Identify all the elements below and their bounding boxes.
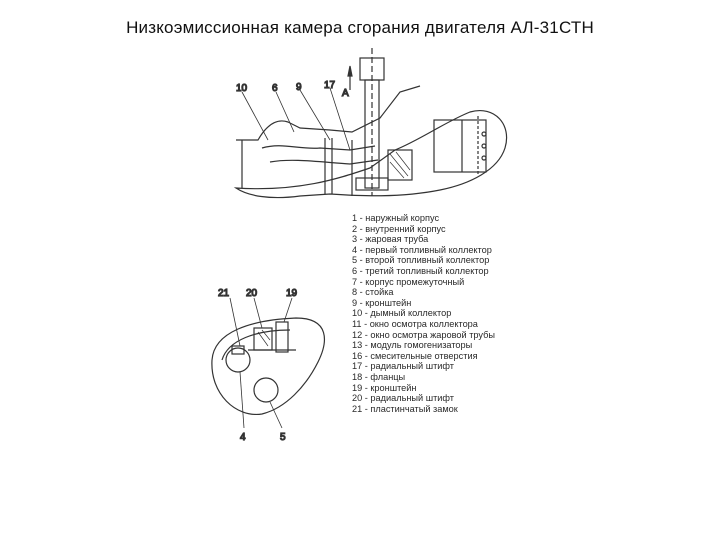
callout-6: 6 bbox=[272, 83, 278, 94]
leader-20 bbox=[253, 297, 263, 329]
slide-title: Низкоэмиссионная камера сгорания двигате… bbox=[126, 18, 594, 37]
legend-item: 16 - смесительные отверстия bbox=[352, 350, 478, 361]
bracket-19 bbox=[275, 321, 289, 353]
callout-20: 20 bbox=[246, 288, 258, 299]
liner-wall bbox=[261, 145, 376, 151]
legend-item: 3 - жаровая труба bbox=[352, 234, 429, 245]
callout-4: 4 bbox=[240, 432, 246, 443]
bolt-hole-2 bbox=[481, 143, 487, 149]
section-label: А bbox=[342, 88, 349, 99]
leader-19 bbox=[283, 297, 293, 323]
bracket-hatch bbox=[257, 329, 271, 347]
parts-legend: 1 - наружный корпус 2 - внутренний корпу… bbox=[352, 213, 552, 414]
callout-5: 5 bbox=[280, 432, 286, 443]
leader-5 bbox=[269, 401, 283, 429]
detail-view: 21 20 19 4 5 bbox=[211, 287, 325, 444]
legend-item: 18 - фланцы bbox=[352, 371, 406, 382]
legend-item: 21 - пластинчатый замок bbox=[352, 403, 458, 414]
legend-item: 13 - модуль гомогенизаторы bbox=[352, 340, 473, 351]
outer-casing-outline bbox=[233, 110, 508, 199]
second-fuel-collector bbox=[253, 377, 279, 403]
callout-9: 9 bbox=[296, 82, 302, 93]
bolt-hole-1 bbox=[481, 131, 487, 137]
leader-9 bbox=[299, 89, 331, 141]
legend-item: 10 - дымный коллектор bbox=[352, 308, 452, 319]
detail-inner-contour bbox=[221, 329, 291, 361]
section-arrow bbox=[347, 65, 353, 77]
legend-item: 5 - второй топливный коллектор bbox=[352, 255, 490, 266]
upper-casing-contour bbox=[236, 85, 421, 141]
leader-10 bbox=[241, 91, 269, 141]
leader-21 bbox=[229, 297, 241, 347]
first-fuel-collector bbox=[225, 347, 251, 373]
callout-19: 19 bbox=[286, 288, 298, 299]
liner-inner-wall bbox=[269, 159, 379, 165]
inner-module-block bbox=[387, 149, 413, 181]
inner-module-hatch bbox=[389, 151, 411, 179]
legend-item: 20 - радиальный штифт bbox=[352, 393, 454, 404]
detail-outline bbox=[211, 317, 325, 415]
callout-10: 10 bbox=[236, 83, 248, 94]
legend-item: 17 - радиальный штифт bbox=[352, 361, 454, 372]
legend-item: 1 - наружный корпус bbox=[352, 213, 440, 223]
legend-item: 2 - внутренний корпус bbox=[352, 223, 446, 234]
callout-17: 17 bbox=[324, 80, 336, 91]
legend-item: 6 - третий топливный коллектор bbox=[352, 265, 489, 276]
stud-base bbox=[355, 177, 389, 191]
bolt-hole-3 bbox=[481, 155, 487, 161]
leader-17 bbox=[329, 87, 351, 151]
legend-item: 19 - кронштейн bbox=[352, 382, 417, 393]
leader-6 bbox=[275, 91, 295, 133]
legend-item: 8 - стойка bbox=[352, 287, 394, 298]
legend-item: 7 - корпус промежуточный bbox=[352, 276, 465, 287]
collector-4-fitting bbox=[231, 345, 245, 355]
legend-item: 11 - окно осмотра коллектора bbox=[352, 318, 478, 329]
section-view: 10 6 9 17 А bbox=[233, 48, 508, 199]
legend-item: 4 - первый топливный коллектор bbox=[352, 244, 492, 255]
legend-item: 9 - кронштейн bbox=[352, 297, 412, 308]
leader-4 bbox=[239, 371, 245, 429]
legend-item: 12 - окно осмотра жаровой трубы bbox=[352, 329, 495, 340]
callout-21: 21 bbox=[218, 288, 230, 299]
